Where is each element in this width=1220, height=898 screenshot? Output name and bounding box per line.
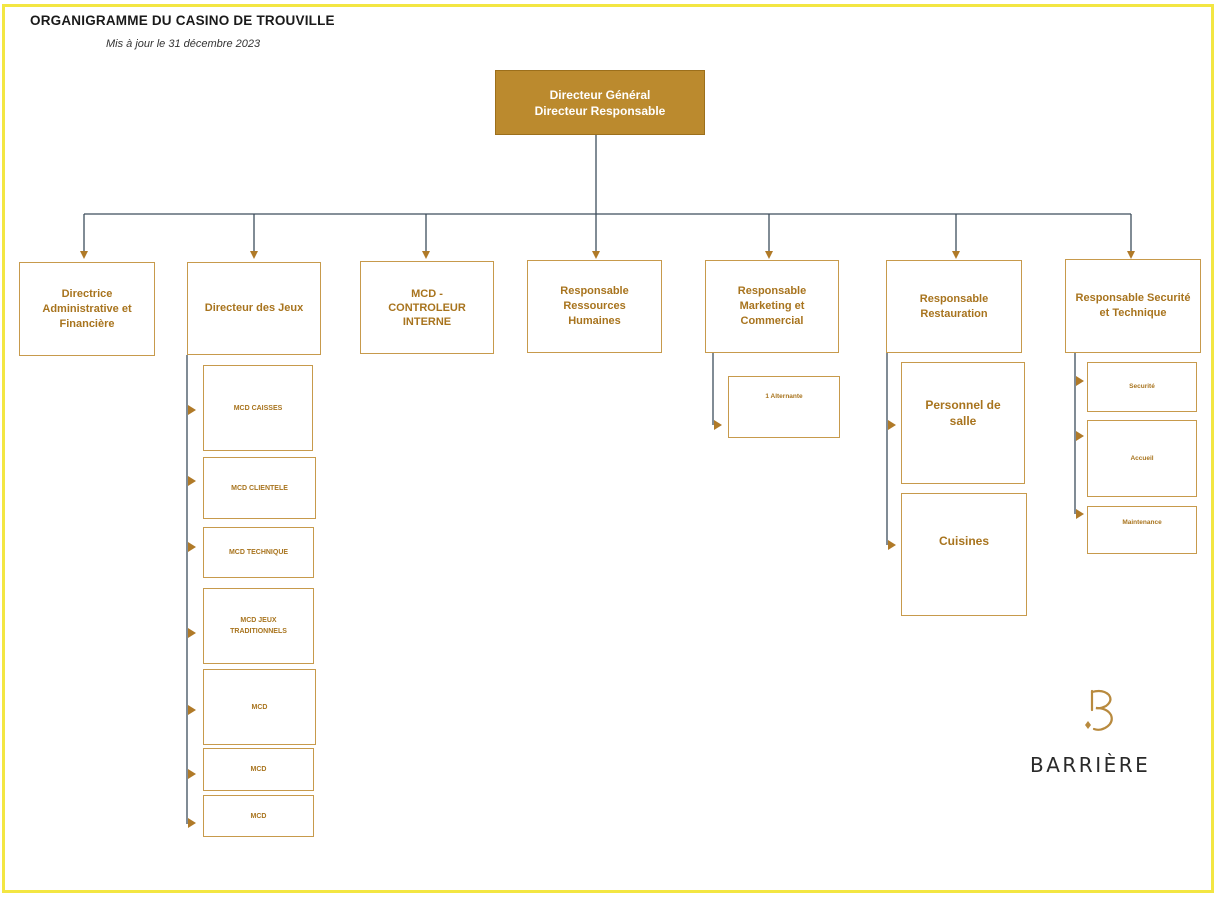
restauration-box: Responsable Restauration [886, 260, 1022, 353]
arrow-right [188, 405, 196, 415]
marketing-label: Responsable Marketing et Commercial [737, 285, 807, 327]
controleur-label: MCD - CONTROLEUR INTERNE [388, 287, 466, 328]
director-line-1: Directeur Général [549, 87, 651, 102]
securite-label: Responsable Securité et Technique [1075, 292, 1191, 319]
mcd-box-2: MCD [203, 748, 314, 791]
controleur-interne-box: MCD - CONTROLEUR INTERNE [360, 261, 494, 354]
arrow-down [422, 251, 430, 259]
jeux-label: Directeur des Jeux [204, 302, 304, 314]
mcd-technique-box: MCD TECHNIQUE [203, 527, 314, 578]
maintenance-label: Maintenance [1122, 519, 1162, 526]
arrow-right [188, 542, 196, 552]
alternante-box: 1 Alternante [728, 376, 840, 438]
arrow-down [1127, 251, 1135, 259]
personnel-salle-label: Personnel de salle [925, 398, 1001, 428]
page-frame [2, 4, 1214, 893]
restauration-label: Responsable Restauration [919, 292, 989, 320]
arrow-right [1076, 431, 1084, 441]
mcd-box-3: MCD [203, 795, 314, 837]
mcd-label-1: MCD [251, 703, 268, 711]
securite-technique-box: Responsable Securité et Technique [1065, 259, 1201, 353]
daf-label: Directrice Administrative et Financière [42, 287, 132, 330]
maintenance-box: Maintenance [1087, 506, 1197, 554]
page-title: ORGANIGRAMME DU CASINO DE TROUVILLE [30, 13, 335, 28]
mcd-clientele-box: MCD CLIENTELE [203, 457, 316, 519]
mcd-caisses-label: MCD CAISSES [233, 404, 283, 412]
daf-box: Directrice Administrative et Financière [19, 262, 155, 356]
arrow-right [188, 628, 196, 638]
arrow-down [250, 251, 258, 259]
arrow-down [80, 251, 88, 259]
barriere-b-logo-icon [1085, 689, 1113, 731]
arrow-right [188, 769, 196, 779]
mcd-technique-label: MCD TECHNIQUE [228, 549, 289, 556]
arrow-right [1076, 376, 1084, 386]
barriere-logo-text: BARRIÈRE [1030, 753, 1151, 777]
accueil-box: Accueil [1087, 420, 1197, 497]
cuisines-label: Cuisines [938, 534, 989, 548]
securite-sub-box: Securité [1087, 362, 1197, 412]
mcd-label-3: MCD [250, 812, 267, 820]
marketing-box: Responsable Marketing et Commercial [705, 260, 839, 353]
arrow-right [188, 476, 196, 486]
jeux-director-box: Directeur des Jeux [187, 262, 321, 355]
arrow-down [952, 251, 960, 259]
mcd-jeux-traditionnels-box: MCD JEUX TRADITIONNELS [203, 588, 314, 664]
rh-box: Responsable Ressources Humaines [527, 260, 662, 353]
mcd-box-1: MCD [203, 669, 316, 745]
arrow-right [888, 420, 896, 430]
mcd-clientele-label: MCD CLIENTELE [231, 484, 288, 492]
arrow-down [765, 251, 773, 259]
arrow-down [592, 251, 600, 259]
mcd-caisses-box: MCD CAISSES [203, 365, 313, 451]
alternante-label: 1 Alternante [765, 393, 803, 400]
cuisines-box: Cuisines [901, 493, 1027, 616]
arrow-right [1076, 509, 1084, 519]
personnel-salle-box: Personnel de salle [901, 362, 1025, 484]
arrow-right [188, 705, 196, 715]
director-general-box: Directeur Général Directeur Responsable [495, 70, 705, 135]
arrow-right [888, 540, 896, 550]
arrow-right [714, 420, 722, 430]
director-line-2: Directeur Responsable [534, 103, 666, 118]
arrow-right [188, 818, 196, 828]
securite-sub-label: Securité [1129, 383, 1155, 390]
accueil-label: Accueil [1130, 455, 1154, 462]
rh-label: Responsable Ressources Humaines [560, 285, 629, 327]
mcd-jeux-traditionnels-label: MCD JEUX TRADITIONNELS [230, 617, 287, 635]
page-subtitle: Mis à jour le 31 décembre 2023 [106, 38, 261, 50]
mcd-label-2: MCD [250, 766, 267, 773]
